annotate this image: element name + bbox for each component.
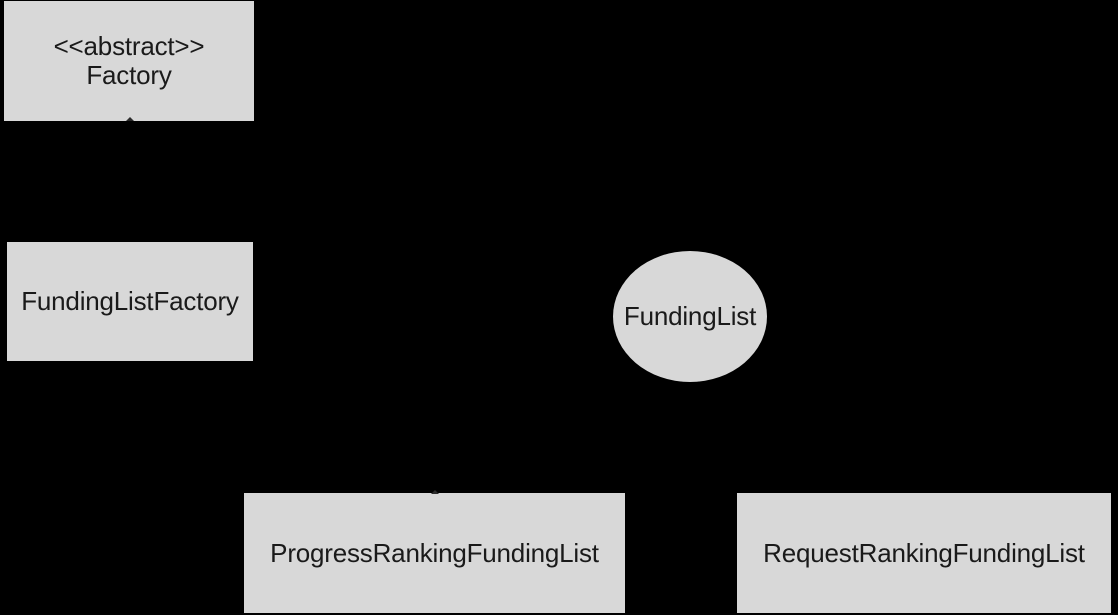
node-progress-ranking-funding-list[interactable]: ProgressRankingFundingList [244, 493, 625, 613]
generalization-arrow-tip [126, 117, 134, 121]
node-request-ranking-funding-list[interactable]: RequestRankingFundingList [737, 493, 1111, 613]
generalization-arrow-tip [431, 490, 439, 494]
node-label: RequestRankingFundingList [763, 537, 1085, 568]
node-label: Factory [86, 60, 172, 90]
node-funding-list[interactable]: FundingList [613, 251, 767, 382]
node-label: ProgressRankingFundingList [270, 537, 599, 568]
node-label: FundingListFactory [21, 286, 239, 316]
node-abstract-factory[interactable]: <<abstract>> Factory [4, 1, 254, 121]
stereotype-label: <<abstract>> [53, 31, 205, 61]
node-funding-list-factory[interactable]: FundingListFactory [7, 242, 253, 361]
node-label: FundingList [623, 301, 757, 331]
